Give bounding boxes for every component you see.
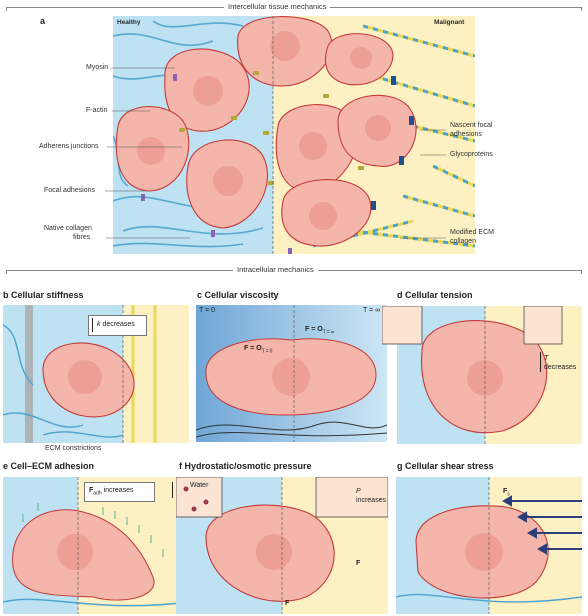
panel-d-title: d Cellular tension [397, 290, 473, 300]
panel-f-note-word: increases [356, 497, 386, 504]
panel-f-title: f Hydrostatic/osmotic pressure [179, 461, 312, 471]
panel-f-note-symbol: P [356, 488, 361, 495]
callout-nascent-focal: Nascent focal adhesions [450, 122, 492, 139]
panel-c-f-right: F = OT = ∞ [305, 326, 334, 335]
panel-c-title: c Cellular viscosity [197, 290, 279, 300]
panel-c-illustration [196, 305, 387, 442]
panel-g-letter: g [397, 461, 403, 471]
panel-b-letter: b [3, 290, 9, 300]
callout-adherens-junctions: Adherens junctions [39, 143, 99, 150]
panel-e-note-sub: adh [93, 490, 102, 497]
panel-c-title-text: Cellular viscosity [204, 290, 279, 300]
panel-b-title-text: Cellular stiffness [11, 290, 84, 300]
panel-c-f-left-label: F = O [244, 345, 262, 352]
panel-e-note-text: increases [101, 487, 134, 494]
panel-c-t-right: T = ∞ [363, 307, 381, 314]
rule-tick [581, 7, 582, 11]
panel-c-f-left: F = OT = 0 [244, 345, 272, 354]
panel-c-f-left-sub: T = 0 [261, 348, 273, 355]
panel-d-note-text: T decreases [544, 354, 576, 372]
section-title-intercellular: Intercellular tissue mechanics [224, 2, 331, 11]
panel-a-healthy-label: Healthy [117, 19, 141, 26]
panel-d-illustration [382, 306, 582, 444]
panel-b-note-text: decreases [100, 321, 135, 328]
panel-f-illustration [176, 477, 388, 614]
panel-g-force-sub: s [507, 491, 510, 498]
panel-e-note: Fadh increases [89, 487, 134, 496]
panel-f-force: F [356, 560, 360, 567]
panel-f-force-label: F [356, 560, 361, 567]
panel-f-force-bottom: F [285, 600, 289, 607]
panel-g-title: g Cellular shear stress [397, 461, 494, 471]
panel-f-letter: f [179, 461, 182, 471]
callout-native-collagen: Native collagen [44, 225, 92, 232]
panel-g-illustration [396, 477, 582, 614]
callout-f-actin: F-actin [86, 107, 108, 114]
callout-modified-line1: Modified ECM [450, 229, 494, 236]
panel-d-letter: d [397, 290, 403, 300]
panel-e-note-box: Fadh increases [84, 482, 155, 502]
panel-a-illustration [113, 16, 475, 254]
panel-e-note-symbol: F [89, 487, 94, 494]
rule-tick [6, 270, 7, 274]
panel-b-ecm-constrictions: ECM constrictions [45, 445, 102, 452]
panel-e-title-text: Cell–ECM adhesion [10, 461, 95, 471]
panel-d-note-symbol: T [544, 355, 549, 362]
panel-a-leader-lines [105, 67, 446, 239]
section-title-intracellular: Intracellular mechanics [233, 265, 318, 274]
panel-g-title-text: Cellular shear stress [405, 461, 494, 471]
panel-f-note: P increases [356, 487, 386, 505]
panel-b-note: k decreases [97, 321, 135, 328]
panel-b-title: b Cellular stiffness [3, 290, 84, 300]
rule-tick [6, 7, 7, 11]
callout-nascent-line1: Nascent focal [450, 122, 493, 129]
callout-modified-ecm: Modified ECM collagen [450, 229, 494, 246]
up-down-arrow-icon [540, 352, 541, 372]
panel-e-letter: e [3, 461, 9, 471]
callout-modified-line2: collagen [450, 237, 477, 245]
panel-d-note-word: decreases [544, 364, 577, 371]
panel-c-f-right-label: F = O [305, 326, 323, 333]
rule-tick [581, 270, 582, 274]
up-arrow-icon [172, 482, 173, 498]
panel-a-malignant-label: Malignant [434, 19, 465, 26]
panel-b-illustration [3, 305, 189, 443]
panel-c-letter: c [197, 290, 203, 300]
callout-myosin: Myosin [86, 64, 109, 71]
panel-g-force: Fs [503, 488, 510, 497]
panel-d-title-text: Cellular tension [405, 290, 473, 300]
panel-e-title: e Cell–ECM adhesion [3, 461, 94, 471]
callout-glycoproteins: Glycoproteins [450, 151, 493, 158]
callout-focal-adhesions: Focal adhesions [44, 187, 95, 194]
panel-b-note-symbol: k [97, 321, 101, 328]
panel-f-title-text: Hydrostatic/osmotic pressure [184, 461, 312, 471]
panel-f-water: Water [190, 482, 209, 489]
callout-nascent-line2: adhesions [450, 130, 482, 138]
callout-native-collagen-2: fibres [73, 234, 91, 241]
panel-a-letter: a [40, 16, 46, 26]
panel-g-force-label: F [503, 488, 508, 495]
panel-c-f-right-sub: T = ∞ [322, 329, 335, 336]
panel-b-note-box: k decreases [88, 315, 147, 336]
panel-f-force-bottom-label: F [285, 600, 290, 607]
panel-c-t-left: T = 0 [199, 307, 216, 314]
down-arrow-icon [92, 318, 93, 332]
